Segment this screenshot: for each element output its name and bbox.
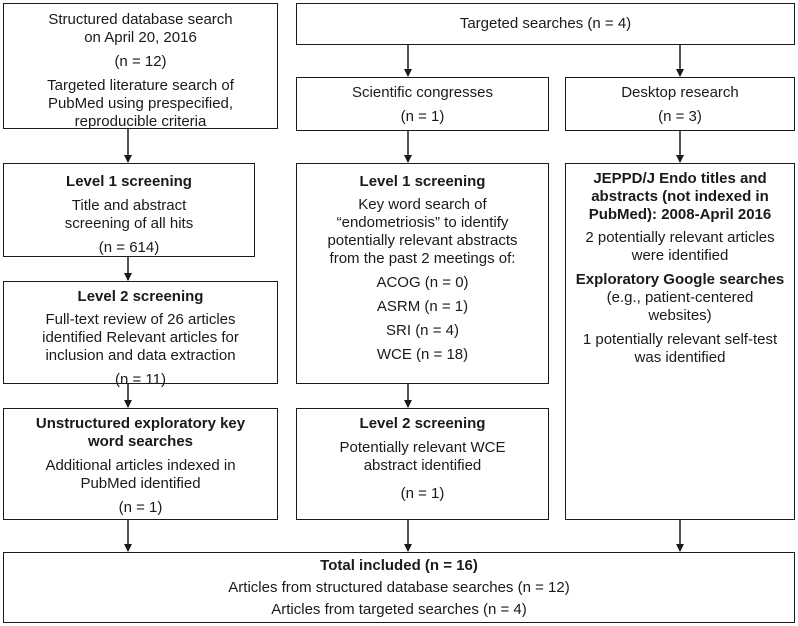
jeppd-desc2: were identified xyxy=(631,247,729,264)
desktop-count: (n = 3) xyxy=(658,108,702,125)
jeppd-box: JEPPD/J Endo titles and abstracts (not i… xyxy=(565,163,795,520)
asrm-count: ASRM (n = 1) xyxy=(376,298,469,315)
left-level1-count: (n = 614) xyxy=(98,239,160,256)
left-level2-desc3: inclusion and data extraction xyxy=(45,347,236,364)
congresses-label: Scientific congresses xyxy=(352,84,493,101)
middle-level1-box: Level 1 screening Key word search of “en… xyxy=(296,163,549,384)
structured-search-line1: Structured database search xyxy=(48,11,233,28)
left-level2-count: (n = 11) xyxy=(115,371,166,388)
targeted-searches-box: Targeted searches (n = 4) xyxy=(296,3,795,45)
middle-level2-count: (n = 1) xyxy=(400,485,445,502)
middle-level1-desc2: “endometriosis” to identify xyxy=(336,214,509,231)
acog-count: ACOG (n = 0) xyxy=(376,274,469,291)
left-level1-box: Level 1 screening Title and abstract scr… xyxy=(3,163,255,257)
scientific-congresses-box: Scientific congresses (n = 1) xyxy=(296,77,549,131)
structured-search-desc2: PubMed using prespecified, xyxy=(47,95,234,112)
targeted-searches-label: Targeted searches (n = 4) xyxy=(459,15,632,32)
unstructured-title1: Unstructured exploratory key xyxy=(35,415,246,432)
unstructured-count: (n = 1) xyxy=(118,499,163,516)
jeppd-title3: PubMed): 2008-April 2016 xyxy=(588,206,772,223)
left-level1-title: Level 1 screening xyxy=(66,173,192,190)
selftest-desc1: 1 potentially relevant self-test xyxy=(582,331,778,348)
middle-level2-box: Level 2 screening Potentially relevant W… xyxy=(296,408,549,520)
google-desc2: websites) xyxy=(648,307,712,324)
structured-search-count: (n = 12) xyxy=(114,53,167,70)
left-level2-title: Level 2 screening xyxy=(77,288,204,305)
middle-level2-desc1: Potentially relevant WCE xyxy=(339,439,506,456)
structured-search-desc3: reproducible criteria xyxy=(74,113,207,130)
middle-level2-desc2: abstract identified xyxy=(363,457,482,474)
jeppd-title2: abstracts (not indexed in xyxy=(591,188,769,205)
middle-level1-desc3: potentially relevant abstracts xyxy=(327,232,518,249)
jeppd-title1: JEPPD/J Endo titles and xyxy=(593,170,767,187)
desktop-label: Desktop research xyxy=(621,84,739,101)
google-title: Exploratory Google searches xyxy=(575,271,785,288)
left-level1-desc1: Title and abstract xyxy=(71,197,187,214)
unstructured-desc1: Additional articles indexed in xyxy=(45,457,236,474)
left-level1-desc2: screening of all hits xyxy=(64,215,194,232)
unstructured-title2: word searches xyxy=(87,433,194,450)
middle-level2-title: Level 2 screening xyxy=(359,415,486,432)
jeppd-desc1: 2 potentially relevant articles xyxy=(585,229,775,246)
left-level2-desc2: identified Relevant articles for xyxy=(42,329,239,346)
structured-search-box: Structured database search on April 20, … xyxy=(3,3,278,130)
wce-count: WCE (n = 18) xyxy=(376,346,469,363)
left-level2-box: Level 2 screening Full-text review of 26… xyxy=(3,281,278,388)
structured-search-line2: on April 20, 2016 xyxy=(84,29,197,46)
unstructured-box: Unstructured exploratory key word search… xyxy=(3,408,278,520)
total-line1: Articles from structured database search… xyxy=(228,579,570,596)
desktop-research-box: Desktop research (n = 3) xyxy=(565,77,795,131)
total-line2: Articles from targeted searches (n = 4) xyxy=(271,601,527,618)
middle-level1-desc4: from the past 2 meetings of: xyxy=(329,250,516,267)
google-desc1: (e.g., patient-centered xyxy=(606,289,754,306)
left-level2-desc1: Full-text review of 26 articles xyxy=(45,311,236,328)
structured-search-desc1: Targeted literature search of xyxy=(47,77,234,94)
total-title: Total included (n = 16) xyxy=(320,557,478,574)
congresses-count: (n = 1) xyxy=(400,108,445,125)
middle-level1-title: Level 1 screening xyxy=(359,173,486,190)
sri-count: SRI (n = 4) xyxy=(386,322,459,339)
total-included-box: Total included (n = 16) Articles from st… xyxy=(3,552,795,623)
middle-level1-desc1: Key word search of xyxy=(358,196,487,213)
selftest-desc2: was identified xyxy=(634,349,726,366)
unstructured-desc2: PubMed identified xyxy=(80,475,201,492)
